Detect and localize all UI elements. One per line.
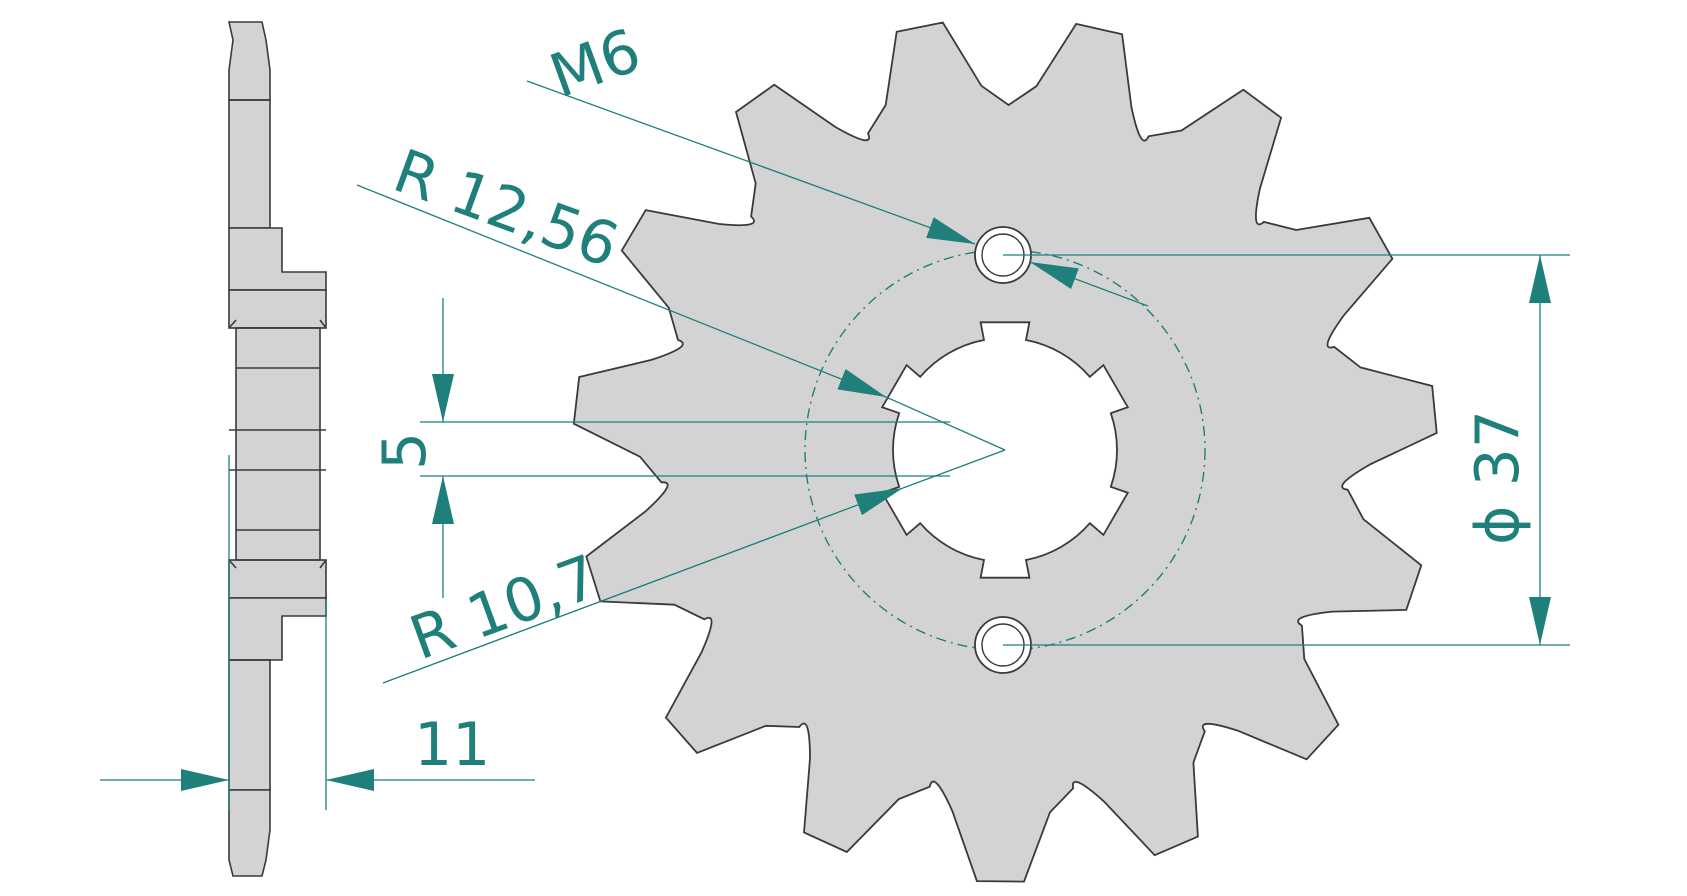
outer-radius-label: R 12,56 (385, 136, 627, 281)
side-view-hub-lower (228, 559, 327, 599)
side-view-upper-body (228, 99, 271, 229)
m6-leader (526, 80, 976, 245)
thread-label: M6 (541, 16, 649, 113)
hole-spacing-label: ϕ 37 (1463, 410, 1533, 545)
side-view-hub-core (235, 327, 321, 599)
side-view-upper-step (228, 227, 327, 291)
dimension-lines (100, 80, 1570, 810)
side-view-lower-body (228, 659, 271, 791)
spline-width-label: 5 (370, 432, 440, 470)
inner-radius-label: R 10,7 (401, 542, 608, 674)
side-view-lower-step (228, 597, 327, 661)
r1256-leader (356, 184, 887, 398)
side-view (228, 21, 327, 877)
thickness-label: 11 (414, 710, 490, 780)
side-view-hub-upper (228, 289, 327, 329)
m6-leader-tail (1029, 261, 1149, 307)
r107-leader (382, 487, 904, 684)
side-view-top-tooth (228, 21, 271, 101)
side-view-bottom-tooth (228, 789, 271, 877)
front-view (572, 21, 1438, 883)
